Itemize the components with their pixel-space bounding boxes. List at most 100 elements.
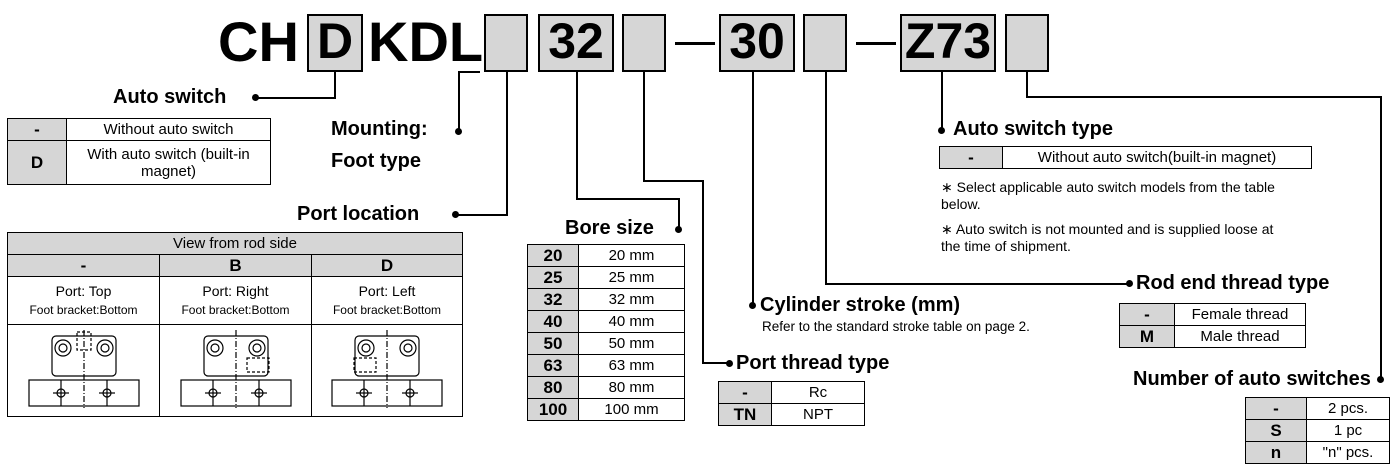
rod-end-desc: Male thread bbox=[1174, 325, 1306, 348]
leader-dot bbox=[726, 360, 733, 367]
port-location-port: Port: Right bbox=[202, 282, 269, 299]
auto-switch-title: Auto switch bbox=[113, 86, 227, 108]
num-switches-key: - bbox=[1245, 397, 1307, 420]
leader-bore-h bbox=[576, 198, 680, 200]
switch-type-title: Auto switch type bbox=[953, 118, 1114, 140]
switch-type-table: -Without auto switch(built-in magnet) bbox=[939, 146, 1312, 169]
code-box-num-switches bbox=[1005, 14, 1049, 72]
leader-mounting-v bbox=[458, 71, 460, 131]
leader-port-thread-h2 bbox=[702, 362, 729, 364]
code-box-switch-type: Z73 bbox=[900, 14, 996, 72]
switch-type-note-1: ∗ Select applicable auto switch models f… bbox=[941, 179, 1275, 212]
bore-desc: 32 mm bbox=[578, 288, 685, 311]
port-location-drawing-cell bbox=[7, 324, 160, 417]
bore-key: 80 bbox=[527, 376, 579, 399]
port-location-table: View from rod side - B D Port: Top Foot … bbox=[7, 232, 463, 417]
port-location-key: D bbox=[311, 254, 463, 277]
auto-switch-desc: Without auto switch bbox=[66, 118, 271, 141]
num-switches-title: Number of auto switches bbox=[1133, 368, 1371, 390]
port-location-foot: Foot bracket:Bottom bbox=[332, 302, 442, 317]
port-location-key: B bbox=[159, 254, 312, 277]
leader-dot bbox=[452, 211, 459, 218]
port-thread-key: - bbox=[718, 381, 772, 404]
leader-dot bbox=[675, 226, 682, 233]
bore-desc: 80 mm bbox=[578, 376, 685, 399]
leader-dot bbox=[455, 128, 462, 135]
code-box-stroke: 30 bbox=[719, 14, 795, 72]
auto-switch-table: - Without auto switch D With auto switch… bbox=[7, 118, 271, 185]
cylinder-drawing-port-right bbox=[179, 329, 292, 408]
leader-dot bbox=[938, 127, 945, 134]
port-location-port: Port: Top bbox=[55, 282, 112, 299]
bore-key: 50 bbox=[527, 332, 579, 355]
bore-key: 25 bbox=[527, 266, 579, 289]
leader-port-thread-h bbox=[643, 180, 704, 182]
bore-desc: 25 mm bbox=[578, 266, 685, 289]
leader-num-v1 bbox=[1026, 72, 1028, 98]
port-location-foot: Foot bracket:Bottom bbox=[181, 302, 290, 317]
leader-port-thread-v1 bbox=[643, 72, 645, 182]
bore-desc: 50 mm bbox=[578, 332, 685, 355]
leader-auto-switch-v bbox=[334, 72, 336, 99]
code-series: KDL bbox=[368, 10, 484, 73]
leader-bore-v1 bbox=[576, 72, 578, 200]
code-prefix: CH bbox=[218, 10, 299, 73]
num-switches-key: S bbox=[1245, 419, 1307, 442]
auto-switch-key: D bbox=[7, 140, 67, 185]
port-location-desc-top: Port: Top Foot bracket:Bottom bbox=[7, 276, 160, 325]
switch-type-key: - bbox=[939, 146, 1003, 169]
port-location-title: Port location bbox=[297, 203, 420, 225]
port-location-foot: Foot bracket:Bottom bbox=[29, 302, 138, 317]
leader-num-h bbox=[1026, 96, 1382, 98]
code-box-rod-end bbox=[803, 14, 847, 72]
port-location-drawing-cell bbox=[159, 324, 312, 417]
port-location-desc-right: Port: Right Foot bracket:Bottom bbox=[159, 276, 312, 325]
mounting-value: Foot type bbox=[331, 150, 421, 172]
mounting-title: Mounting: bbox=[331, 118, 428, 140]
code-box-bore-size: 32 bbox=[538, 14, 614, 72]
leader-mounting-h1 bbox=[458, 71, 480, 73]
num-switches-desc: 1 pc bbox=[1306, 419, 1390, 442]
code-box-port-thread bbox=[622, 14, 666, 72]
bore-desc: 63 mm bbox=[578, 354, 685, 377]
rod-end-desc: Female thread bbox=[1174, 303, 1306, 326]
leader-num-v2 bbox=[1380, 96, 1382, 379]
bore-desc: 40 mm bbox=[578, 310, 685, 333]
bore-desc: 100 mm bbox=[578, 398, 685, 421]
switch-type-desc: Without auto switch(built-in magnet) bbox=[1002, 146, 1312, 169]
port-thread-desc: NPT bbox=[771, 403, 865, 426]
leader-port-location-h bbox=[455, 214, 508, 216]
bore-key: 40 bbox=[527, 310, 579, 333]
bore-key: 63 bbox=[527, 354, 579, 377]
bore-key: 32 bbox=[527, 288, 579, 311]
switch-type-note-2: ∗ Auto switch is not mounted and is supp… bbox=[941, 221, 1274, 254]
port-location-key: - bbox=[7, 254, 160, 277]
leader-port-location-v bbox=[506, 72, 508, 216]
bore-desc: 20 mm bbox=[578, 244, 685, 267]
code-box-auto-switch: D bbox=[307, 14, 363, 72]
code-box-port-location bbox=[484, 14, 528, 72]
leader-rod-end-v bbox=[825, 72, 827, 285]
bore-key: 20 bbox=[527, 244, 579, 267]
stroke-title: Cylinder stroke (mm) bbox=[760, 294, 961, 316]
rod-end-key: - bbox=[1119, 303, 1175, 326]
port-thread-desc: Rc bbox=[771, 381, 865, 404]
leader-dot bbox=[252, 94, 259, 101]
rod-end-title: Rod end thread type bbox=[1136, 272, 1330, 294]
num-switches-desc: 2 pcs. bbox=[1306, 397, 1390, 420]
leader-dot bbox=[1377, 376, 1384, 383]
port-location-desc-left: Port: Left Foot bracket:Bottom bbox=[311, 276, 463, 325]
rod-end-key: M bbox=[1119, 325, 1175, 348]
cylinder-drawing-port-left bbox=[331, 329, 443, 408]
num-switches-desc: "n" pcs. bbox=[1306, 441, 1390, 464]
auto-switch-key: - bbox=[7, 118, 67, 141]
leader-rod-end-h bbox=[825, 283, 1131, 285]
bore-key: 100 bbox=[527, 398, 579, 421]
leader-dot bbox=[1126, 280, 1133, 287]
code-dash-2 bbox=[856, 42, 896, 45]
port-thread-title: Port thread type bbox=[736, 352, 890, 374]
leader-stroke-v bbox=[752, 72, 754, 304]
